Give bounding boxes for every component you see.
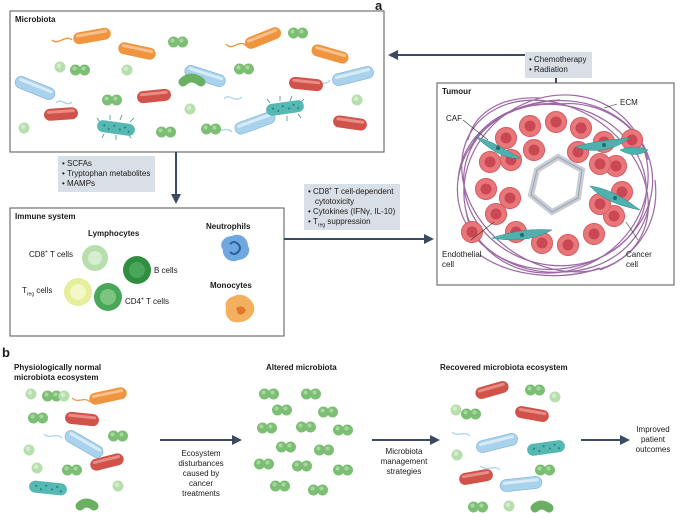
- note-immune-effects: CD8+ T cell-dependent cytotoxicity Cytok…: [304, 184, 401, 230]
- label-endothelial-2: cell: [442, 260, 455, 269]
- label-management-strategies: Microbiota management strategies: [380, 447, 428, 476]
- label-disturbances: Ecosystem disturbances caused by cancer …: [178, 449, 224, 498]
- label-endothelial-1: Endothelial: [442, 250, 482, 259]
- note-item-treg-suppression: Treg suppression: [308, 217, 395, 228]
- label-lymphocytes: Lymphocytes: [88, 229, 140, 238]
- tumour-title: Tumour: [442, 87, 472, 96]
- label-neutrophils: Neutrophils: [206, 222, 251, 231]
- label-normal-ecosystem-1: Physiologically normal: [14, 363, 102, 372]
- note-item-scfas: SCFAs: [62, 159, 150, 169]
- microbiota-bacteria: [12, 25, 376, 140]
- note-metabolites: SCFAs Tryptophan metabolites MAMPs: [58, 156, 156, 192]
- note-item-radiation: Radiation: [529, 65, 587, 75]
- label-improved-outcomes: Improved patient outcomes: [635, 425, 671, 454]
- label-recovered-ecosystem: Recovered microbiota ecosystem: [440, 363, 568, 372]
- immune-system-title: Immune system: [15, 212, 76, 221]
- label-altered-microbiota: Altered microbiota: [266, 363, 337, 372]
- note-item-cytokines: Cytokines (IFNγ, IL-10): [308, 207, 395, 217]
- immune-cells: [64, 234, 255, 323]
- label-monocytes: Monocytes: [210, 281, 252, 290]
- note-item-chemotherapy: Chemotherapy: [529, 55, 586, 65]
- tumour-illustration: [456, 94, 657, 277]
- label-cancer-2: cell: [626, 260, 639, 269]
- panel-letter-b: b: [2, 345, 10, 360]
- panel-b-ecosystems: [23, 379, 566, 513]
- label-ecm: ECM: [620, 98, 638, 107]
- label-caf: CAF: [446, 114, 462, 123]
- label-cancer-1: Cancer: [626, 250, 652, 259]
- label-treg-cells: Treg cells: [22, 286, 53, 298]
- note-chemo-radiation: Chemotherapy Radiation: [525, 52, 592, 78]
- note-item-mamps: MAMPs: [62, 179, 150, 189]
- label-b-cells: B cells: [154, 266, 178, 275]
- panel-letter-a: a: [375, 0, 383, 13]
- note-item-cd8-cytotoxicity: CD8+ T cell-dependent: [308, 187, 395, 197]
- note-item-tryptophan: Tryptophan metabolites: [62, 169, 150, 179]
- label-cd8-t-cells: CD8+ T cells: [29, 249, 73, 259]
- label-normal-ecosystem-2: microbiota ecosystem: [14, 373, 99, 382]
- label-cd4-t-cells: CD4+ T cells: [125, 296, 169, 306]
- note-item-cytotoxicity-cont: cytotoxicity: [315, 197, 355, 206]
- microbiota-title: Microbiota: [15, 15, 56, 24]
